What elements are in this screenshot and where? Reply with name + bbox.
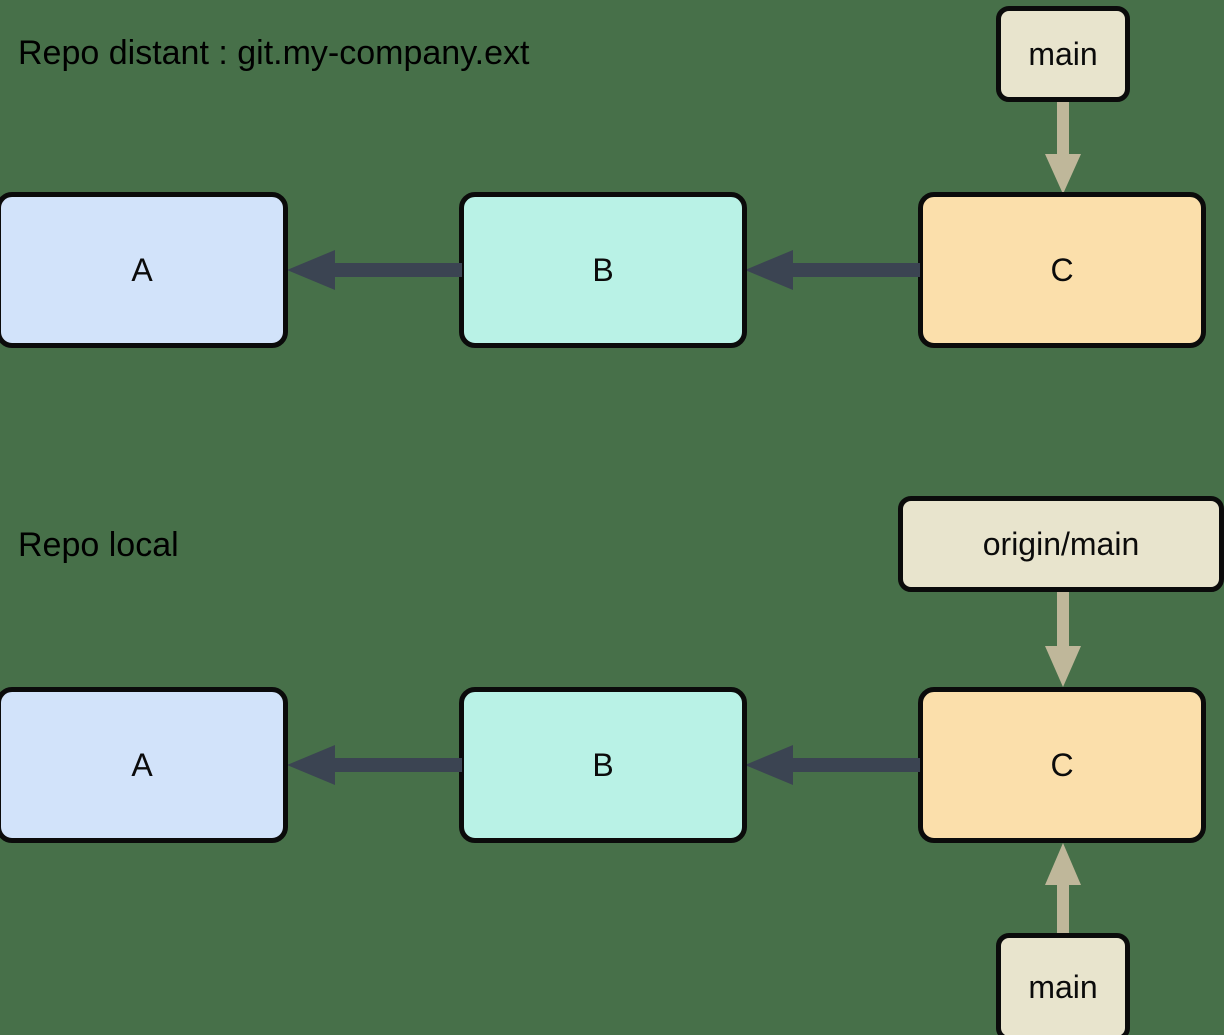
remote-edge-b-to-a-arrow (287, 250, 462, 290)
local-commit-a-label: A (131, 747, 153, 783)
local-edge-c-to-b-arrow (745, 745, 920, 785)
remote-main-to-c-arrow (1033, 102, 1093, 194)
local-section-title: Repo local (18, 526, 179, 564)
remote-commit-a-box[interactable]: A (0, 192, 288, 348)
local-origin-main-to-c-arrow (1033, 592, 1093, 687)
local-edge-b-to-a-arrow (287, 745, 462, 785)
remote-section-title: Repo distant : git.my-company.ext (18, 34, 530, 72)
remote-edge-c-to-b-arrow (745, 250, 920, 290)
local-main-to-c-arrow (1033, 843, 1093, 939)
remote-commit-b-label: B (592, 252, 614, 288)
local-ref-main-box[interactable]: main (996, 933, 1130, 1035)
local-commit-c-box[interactable]: C (918, 687, 1206, 843)
remote-commit-a-label: A (131, 252, 153, 288)
remote-commit-b-box[interactable]: B (459, 192, 747, 348)
remote-commit-c-label: C (1050, 252, 1074, 288)
remote-commit-c-box[interactable]: C (918, 192, 1206, 348)
local-ref-origin-main-box[interactable]: origin/main (898, 496, 1224, 592)
local-ref-origin-main-label: origin/main (982, 526, 1140, 562)
remote-ref-main-label: main (1028, 36, 1098, 72)
local-commit-b-label: B (592, 747, 614, 783)
local-commit-a-box[interactable]: A (0, 687, 288, 843)
local-commit-b-box[interactable]: B (459, 687, 747, 843)
local-commit-c-label: C (1050, 747, 1074, 783)
local-ref-main-label: main (1028, 969, 1098, 1005)
remote-ref-main-box[interactable]: main (996, 6, 1130, 102)
